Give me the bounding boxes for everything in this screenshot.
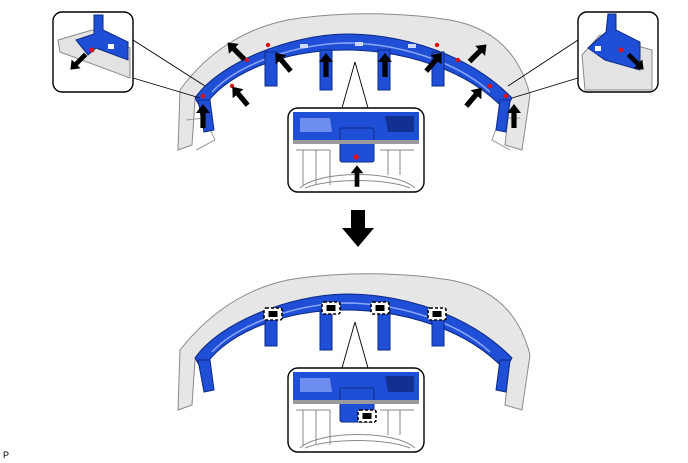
callout-center bbox=[287, 107, 425, 193]
step-down-arrow-icon bbox=[342, 210, 374, 247]
callout-leaders-top bbox=[132, 39, 579, 109]
screw-icon bbox=[434, 42, 440, 48]
corner-label: P bbox=[3, 450, 10, 460]
clip-icon bbox=[427, 307, 447, 321]
clip-icon bbox=[357, 409, 377, 423]
screw-icon bbox=[455, 57, 461, 63]
clip-icon bbox=[321, 301, 341, 315]
clip-icon bbox=[370, 301, 390, 315]
callout-right bbox=[577, 11, 659, 93]
screw-icon bbox=[265, 42, 271, 48]
screw-icon bbox=[503, 93, 509, 99]
screw-icon bbox=[487, 83, 493, 89]
screws-top bbox=[200, 42, 509, 99]
screw-icon bbox=[353, 154, 359, 160]
callout-leaders-bottom bbox=[341, 321, 369, 369]
bottom-stage bbox=[177, 273, 531, 453]
clip-icon bbox=[263, 307, 283, 321]
screw-icon bbox=[200, 93, 206, 99]
screw-icon bbox=[244, 57, 250, 63]
top-stage bbox=[52, 11, 659, 193]
screw-icon bbox=[618, 47, 624, 53]
screw-icon bbox=[89, 47, 95, 53]
callout-left bbox=[52, 11, 134, 93]
callout-center-bottom bbox=[287, 367, 425, 453]
